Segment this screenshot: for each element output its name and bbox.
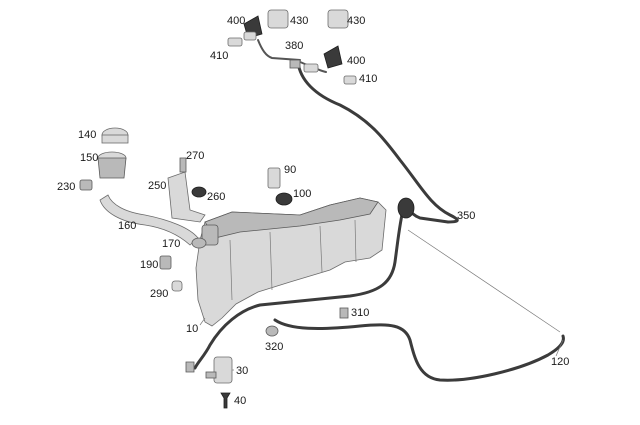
- callout-430-left: 430: [290, 15, 308, 27]
- hose-top-left: [257, 39, 301, 61]
- filler-pipe-160: [99, 194, 199, 246]
- callout-410-right: 410: [359, 73, 377, 85]
- part-190: [159, 255, 172, 270]
- callout-310: 310: [351, 307, 369, 319]
- reservoir-rib-1: [229, 239, 233, 301]
- pump-hose-end: [185, 361, 195, 373]
- callout-30: 30: [236, 365, 248, 377]
- callout-430-right: 430: [347, 15, 365, 27]
- callout-170: 170: [162, 238, 180, 250]
- reservoir-rib-4: [354, 219, 357, 263]
- callout-290: 290: [150, 288, 168, 300]
- filler-neck-150-body: [97, 157, 127, 179]
- filler-assembly: [79, 127, 199, 246]
- leader-lines: [199, 317, 564, 371]
- part-230: [79, 179, 93, 191]
- reservoir-filler-neck: [201, 224, 219, 246]
- clip-310: [339, 307, 349, 319]
- callout-230: 230: [57, 181, 75, 193]
- leader-10: [199, 317, 206, 326]
- hose-to-connector-350: [193, 204, 406, 370]
- callout-270: 270: [186, 150, 204, 162]
- sensor-and-seal: [267, 167, 293, 206]
- callout-140: 140: [78, 129, 96, 141]
- washer-pump-30: [213, 356, 233, 384]
- connector-350: [397, 197, 415, 219]
- callout-150: 150: [80, 152, 98, 164]
- nozzle-410-right-a: [303, 63, 319, 73]
- clip-320: [265, 325, 279, 337]
- bracket-assembly: [167, 157, 207, 249]
- grommet-260: [191, 186, 207, 198]
- clip-380: [289, 59, 301, 69]
- callout-380: 380: [285, 40, 303, 52]
- nozzle-410-left-b: [243, 31, 257, 41]
- seal-100: [275, 192, 293, 206]
- callout-160: 160: [118, 220, 136, 232]
- callout-90: 90: [284, 164, 296, 176]
- clamp-170: [191, 237, 207, 249]
- screw-40: [220, 392, 231, 409]
- reservoir-rib-2: [269, 231, 273, 291]
- washer-hoses: [193, 39, 565, 382]
- callout-320: 320: [265, 341, 283, 353]
- callout-410-left: 410: [210, 50, 228, 62]
- nozzle-410-right-b: [343, 75, 357, 85]
- level-sensor-90: [267, 167, 281, 189]
- callout-labels: 400 430 430 380 410 400 410 140 150 270 …: [57, 15, 569, 407]
- small-parts: [159, 197, 415, 337]
- callout-10: 10: [186, 323, 198, 335]
- callout-40: 40: [234, 395, 246, 407]
- nozzle-400-right: [323, 45, 343, 69]
- callout-260: 260: [207, 191, 225, 203]
- hose-120: [273, 318, 565, 382]
- callout-190: 190: [140, 259, 158, 271]
- hose-upper-long: [296, 60, 459, 224]
- nozzle-assembly-left: [227, 9, 301, 69]
- callout-100: 100: [293, 188, 311, 200]
- callout-250: 250: [148, 180, 166, 192]
- callout-400-right: 400: [347, 55, 365, 67]
- filler-cap-140-body: [101, 134, 129, 144]
- bolt-270: [179, 157, 187, 173]
- nozzle-430-right: [327, 9, 349, 29]
- nozzle-430-left: [267, 9, 289, 29]
- nozzle-410-left-a: [227, 37, 243, 47]
- nozzle-assembly-right: [303, 9, 357, 85]
- leader-120: [555, 339, 564, 357]
- plug-290: [171, 280, 183, 292]
- leader-line-350-120: [407, 229, 561, 333]
- callout-350: 350: [457, 210, 475, 222]
- callout-120: 120: [551, 356, 569, 368]
- reservoir-rib-3: [319, 225, 323, 273]
- washer-pump: [185, 356, 233, 409]
- reservoir-top-face: [204, 197, 379, 239]
- washer-pump-30-nozzle: [205, 371, 217, 379]
- washer-fluid-reservoir: [195, 197, 387, 327]
- callout-400-left: 400: [227, 15, 245, 27]
